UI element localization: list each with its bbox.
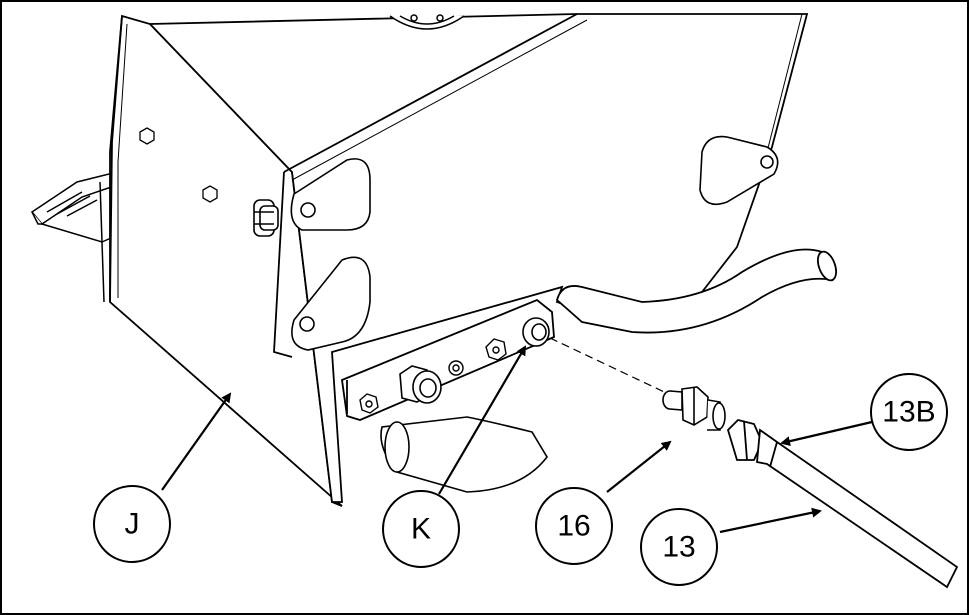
callout-13b: 13B: [870, 373, 948, 451]
leader-j: [161, 392, 232, 491]
lower-cylinder: [380, 416, 548, 493]
port-plug-left: [359, 393, 379, 414]
callout-k-label: K: [411, 513, 431, 546]
fitting-16: [662, 386, 726, 431]
port-k: [522, 317, 550, 347]
fill-cap: [389, 14, 465, 30]
mounting-ear-middle: [291, 256, 371, 351]
mounting-ear-right: [699, 135, 779, 206]
port-strip: [341, 298, 555, 421]
callout-j-label: J: [125, 508, 140, 541]
callout-j: J: [93, 485, 171, 563]
leader-lines: [161, 345, 873, 534]
callout-13b-label: 13B: [882, 396, 935, 429]
leader-13: [719, 507, 822, 534]
callout-16: 16: [535, 487, 613, 565]
alignment-line: [549, 337, 678, 399]
hex-nut-upper: [139, 127, 155, 145]
hose-13: [726, 419, 959, 589]
callout-k: K: [382, 490, 460, 568]
hex-nut-lower: [202, 185, 218, 203]
leader-k: [438, 345, 527, 495]
callout-13-label: 13: [662, 531, 695, 564]
leader-16: [606, 440, 672, 493]
mounting-ear-top: [290, 158, 371, 231]
callout-16-label: 16: [557, 510, 590, 543]
port-plug-right: [485, 338, 507, 361]
outlet-tube: [555, 248, 838, 334]
port-small: [448, 360, 464, 376]
side-fitting: [253, 199, 279, 237]
step-bracket: [30, 171, 121, 303]
leader-13b: [780, 420, 873, 447]
callout-13: 13: [640, 508, 718, 586]
port-fitting-large: [399, 365, 442, 404]
